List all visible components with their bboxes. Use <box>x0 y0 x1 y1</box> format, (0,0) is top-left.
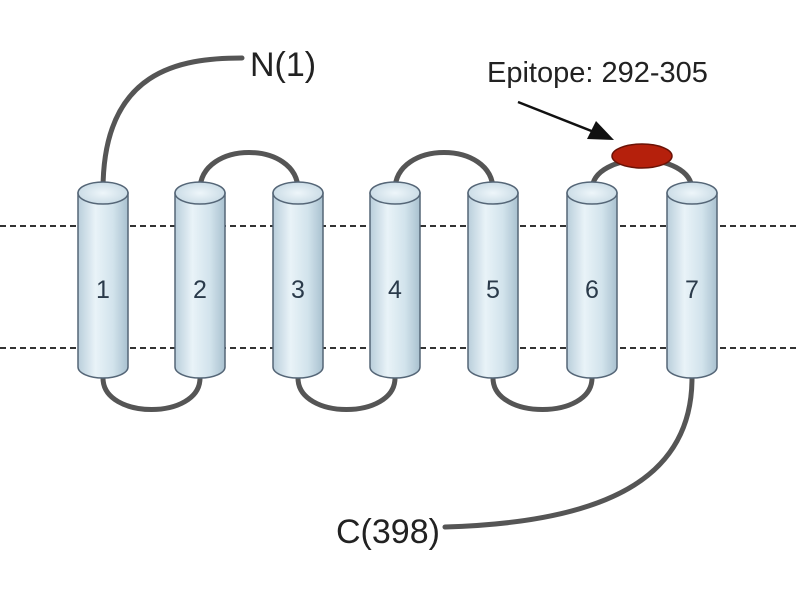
helix-cap <box>566 181 618 205</box>
helix-7: 7 <box>666 181 718 379</box>
helix-4: 4 <box>369 181 421 379</box>
c-terminal-tail <box>442 375 695 530</box>
helix-number-label: 2 <box>193 276 207 304</box>
helix-body <box>666 192 718 379</box>
helix-number-label: 3 <box>291 276 305 304</box>
n-terminus-label: N(1) <box>250 46 316 84</box>
helix-number-label: 1 <box>96 276 110 304</box>
helix-3: 3 <box>272 181 324 379</box>
epitope-arrowhead <box>587 121 614 140</box>
intracellular-loop-1 <box>100 375 203 412</box>
loops <box>100 55 695 530</box>
intracellular-loop-2 <box>295 375 398 412</box>
helix-cap <box>272 181 324 205</box>
extracellular-loop-2 <box>392 150 496 193</box>
helix-6: 6 <box>566 181 618 379</box>
epitope-marker <box>611 143 673 169</box>
epitope-label: Epitope: 292-305 <box>487 57 708 89</box>
helix-cap <box>666 181 718 205</box>
helix-body <box>369 192 421 379</box>
helix-body <box>467 192 519 379</box>
c-terminus-label: C(398) <box>336 513 440 551</box>
helix-number-label: 5 <box>486 276 500 304</box>
helix-cap <box>77 181 129 205</box>
intracellular-loop-3 <box>490 375 595 412</box>
helix-1: 1 <box>77 181 129 379</box>
helix-number-label: 7 <box>685 276 699 304</box>
helix-5: 5 <box>467 181 519 379</box>
helix-cap <box>369 181 421 205</box>
helix-body <box>77 192 129 379</box>
helix-number-label: 4 <box>388 276 402 304</box>
helix-cap <box>174 181 226 205</box>
helix-2: 2 <box>174 181 226 379</box>
extracellular-loop-1 <box>197 150 301 193</box>
n-terminal-tail <box>100 55 245 193</box>
epitope-arrow <box>517 100 595 134</box>
helix-body <box>566 192 618 379</box>
helix-cap <box>467 181 519 205</box>
helix-number-label: 6 <box>585 276 599 304</box>
helix-body <box>272 192 324 379</box>
helix-body <box>174 192 226 379</box>
